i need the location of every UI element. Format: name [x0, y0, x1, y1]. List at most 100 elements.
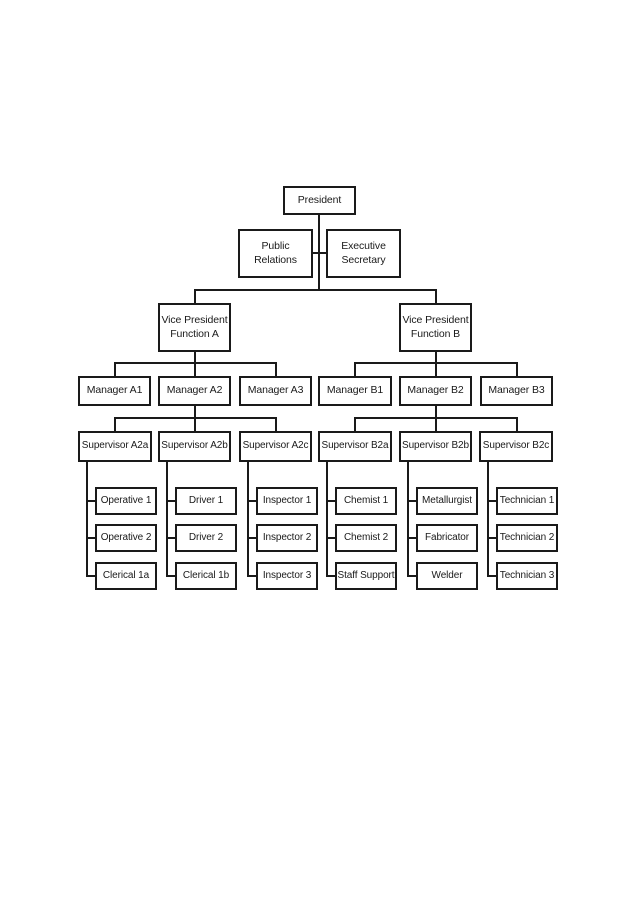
node-supervisor-a2c: Supervisor A2c: [239, 431, 312, 462]
connector-manager-b3-stub: [516, 362, 518, 378]
connector-manager-b1-stub: [354, 362, 356, 378]
node-supervisor-a2c-label: Supervisor A2c: [242, 440, 309, 452]
node-executive-secretary-label: Executive Secretary: [341, 240, 386, 266]
node-president: President: [283, 186, 356, 215]
connector-a2b-report-1-stub: [166, 500, 176, 502]
node-inspector-2: Inspector 2: [256, 524, 318, 552]
connector-a2c-report-3-stub: [247, 575, 257, 577]
node-inspector-3: Inspector 3: [256, 562, 318, 590]
connector-a2a-reports-drop: [86, 460, 88, 577]
connector-a2b-reports-drop: [166, 460, 168, 577]
connector-b2b-report-3-stub: [407, 575, 417, 577]
connector-manager-b2-stub: [435, 362, 437, 378]
node-vp-function-a: Vice President Function A: [158, 303, 231, 352]
node-executive-secretary: Executive Secretary: [326, 229, 401, 278]
node-vp-function-b-label: Vice President Function B: [402, 314, 469, 340]
connector-b2c-report-3-stub: [487, 575, 497, 577]
node-supervisor-b2a: Supervisor B2a: [318, 431, 392, 462]
node-driver-2-label: Driver 2: [188, 531, 224, 543]
connector-a2b-report-3-stub: [166, 575, 176, 577]
node-supervisor-b2c-label: Supervisor B2c: [482, 440, 550, 452]
connector-manager-a3-stub: [275, 362, 277, 378]
connector-manager-a2-drop: [194, 404, 196, 419]
node-clerical-1a: Clerical 1a: [95, 562, 157, 590]
node-chemist-2: Chemist 2: [335, 524, 397, 552]
node-technician-1-label: Technician 1: [499, 494, 555, 506]
node-manager-b1-label: Manager B1: [326, 384, 384, 397]
node-president-label: President: [297, 193, 342, 206]
node-clerical-1a-label: Clerical 1a: [102, 569, 150, 581]
connector-supervisor-a2b-stub: [194, 417, 196, 433]
node-driver-2: Driver 2: [175, 524, 237, 552]
connector-b2a-reports-drop: [326, 460, 328, 577]
connector-b2c-report-1-stub: [487, 500, 497, 502]
node-supervisor-b2b-label: Supervisor B2b: [402, 440, 469, 452]
connector-b2a-report-2-stub: [326, 537, 336, 539]
node-staff-support-label: Staff Support: [337, 569, 395, 581]
node-public-relations-label: Public Relations: [254, 240, 297, 266]
connector-a2c-report-1-stub: [247, 500, 257, 502]
node-vp-function-a-label: Vice President Function A: [161, 314, 228, 340]
connector-a2a-report-2-stub: [86, 537, 96, 539]
node-technician-2-label: Technician 2: [499, 531, 555, 543]
node-manager-a1: Manager A1: [78, 376, 151, 406]
node-driver-1: Driver 1: [175, 487, 237, 515]
connector-b2b-reports-drop: [407, 460, 409, 577]
node-chemist-1-label: Chemist 1: [343, 494, 389, 506]
connector-b2a-report-3-stub: [326, 575, 336, 577]
node-driver-1-label: Driver 1: [188, 494, 224, 506]
node-staff-support: Staff Support: [335, 562, 397, 590]
connector-vp-a-stub: [194, 289, 196, 305]
connector-vp-span: [194, 289, 437, 291]
connector-a2a-report-1-stub: [86, 500, 96, 502]
node-manager-b2: Manager B2: [399, 376, 472, 406]
node-manager-a2-label: Manager A2: [166, 384, 223, 397]
connector-a2c-reports-drop: [247, 460, 249, 577]
connector-b2c-report-2-stub: [487, 537, 497, 539]
node-public-relations: Public Relations: [238, 229, 313, 278]
node-welder: Welder: [416, 562, 478, 590]
connector-a2b-report-2-stub: [166, 537, 176, 539]
node-manager-b3-label: Manager B3: [488, 384, 545, 397]
node-metallurgist-label: Metallurgist: [422, 494, 472, 506]
node-operative-2: Operative 2: [95, 524, 157, 552]
connector-supervisor-a2c-stub: [275, 417, 277, 433]
node-clerical-1b: Clerical 1b: [175, 562, 237, 590]
node-technician-2: Technician 2: [496, 524, 558, 552]
connector-b2b-report-1-stub: [407, 500, 417, 502]
node-manager-a3-label: Manager A3: [247, 384, 304, 397]
node-vp-function-b: Vice President Function B: [399, 303, 472, 352]
node-supervisor-a2b: Supervisor A2b: [158, 431, 231, 462]
connector-vp-b-stub: [435, 289, 437, 305]
connector-vp-b-drop: [435, 350, 437, 364]
node-chemist-1: Chemist 1: [335, 487, 397, 515]
node-inspector-1-label: Inspector 1: [262, 494, 312, 506]
node-inspector-3-label: Inspector 3: [262, 569, 312, 581]
node-operative-2-label: Operative 2: [100, 531, 152, 543]
node-inspector-1: Inspector 1: [256, 487, 318, 515]
connector-a2c-report-2-stub: [247, 537, 257, 539]
connector-supervisor-a2a-stub: [114, 417, 116, 433]
node-supervisor-b2b: Supervisor B2b: [399, 431, 472, 462]
connector-supervisor-b2c-stub: [516, 417, 518, 433]
node-fabricator: Fabricator: [416, 524, 478, 552]
node-supervisor-a2a-label: Supervisor A2a: [81, 440, 149, 452]
node-chemist-2-label: Chemist 2: [343, 531, 389, 543]
node-welder-label: Welder: [431, 569, 463, 581]
connector-supervisor-b2a-stub: [354, 417, 356, 433]
connector-manager-a2-stub: [194, 362, 196, 378]
node-manager-b2-label: Manager B2: [407, 384, 464, 397]
connector-a2a-report-3-stub: [86, 575, 96, 577]
node-manager-a3: Manager A3: [239, 376, 312, 406]
node-manager-a1-label: Manager A1: [86, 384, 143, 397]
connector-b2a-report-1-stub: [326, 500, 336, 502]
node-inspector-2-label: Inspector 2: [262, 531, 312, 543]
node-technician-1: Technician 1: [496, 487, 558, 515]
node-supervisor-a2b-label: Supervisor A2b: [161, 440, 228, 452]
node-metallurgist: Metallurgist: [416, 487, 478, 515]
node-manager-a2: Manager A2: [158, 376, 231, 406]
connector-staff-stub: [311, 252, 328, 254]
node-manager-b3: Manager B3: [480, 376, 553, 406]
connector-b2c-reports-drop: [487, 460, 489, 577]
